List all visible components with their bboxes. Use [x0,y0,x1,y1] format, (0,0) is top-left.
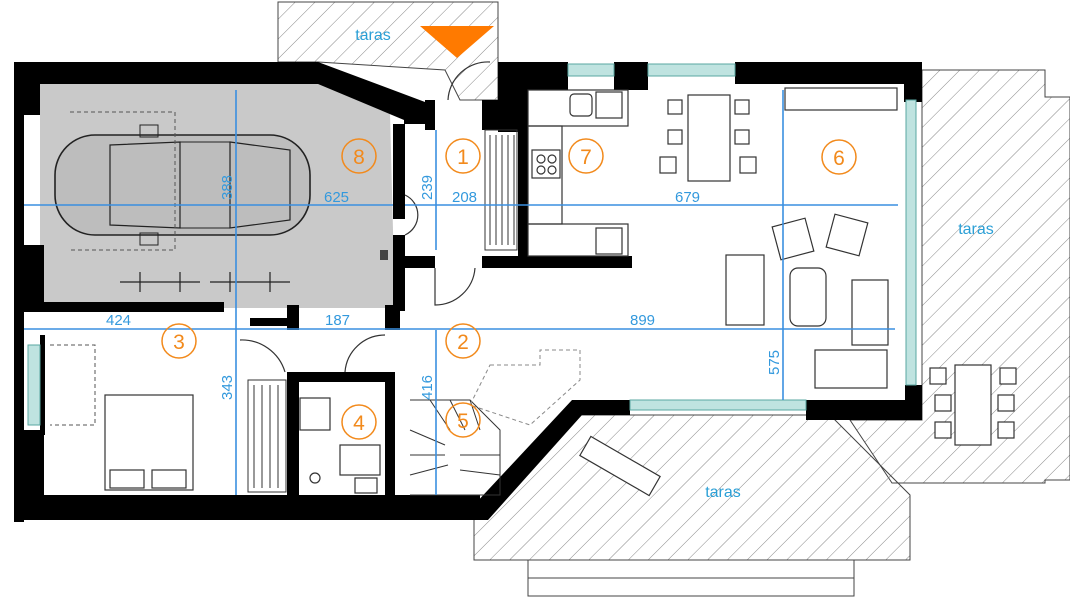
lounger-icon [579,435,661,497]
room-marker-8-circle [341,138,377,174]
living-room-furniture [725,87,898,389]
room-number-3: 3 [173,331,185,354]
hall-door [434,267,476,306]
staircase [409,399,501,496]
dimension-343: 343 [219,375,236,400]
room-number-8: 8 [353,146,365,169]
car-icon [54,124,311,246]
outlet-icon [380,250,388,260]
terrace-dining-set [929,364,1017,446]
window-bedroom [27,344,41,426]
pantry-shelves [484,129,518,251]
window-kitchen-1 [567,63,615,77]
room-marker-1-circle [445,138,481,174]
room-marker-2-circle [445,323,481,359]
bicycle-icon-2 [210,272,290,292]
dimension-239: 239 [419,175,436,200]
room-marker-3-circle [161,323,197,359]
wardrobe [247,379,287,493]
terrace-label-right: taras [958,221,994,238]
dimension-416: 416 [419,375,436,400]
garage-door [404,194,419,236]
car-door-swing [70,111,176,251]
dimension-679: 679 [675,189,700,206]
bedroom-door [239,339,286,373]
dining-table-icon [659,94,757,182]
window-kitchen-2 [647,63,736,77]
stairs-upper [469,349,581,426]
window-living-right [905,99,917,386]
bed-icon [104,394,194,491]
room-number-7: 7 [580,146,592,169]
dimension-208: 208 [452,189,477,206]
dimension-187: 187 [325,312,350,329]
bedroom-door-swing [50,344,96,426]
window-bottom [629,399,807,411]
room-number-2: 2 [457,331,469,354]
room-marker-7-circle [568,138,604,174]
bathroom-fixtures [299,397,381,494]
dimension-625: 625 [324,189,349,206]
dimension-899: 899 [630,312,655,329]
walls [14,62,922,522]
room-marker-6-circle [821,139,857,175]
terrace-label-top: taras [355,27,391,44]
dimension-lines [24,90,898,495]
kitchen-counter [527,89,629,257]
room-markers: 1 2 3 4 5 6 7 8 [161,138,857,440]
room-number-6: 6 [833,147,845,170]
dimension-575: 575 [766,350,783,375]
entrance-marker-icon [420,26,494,58]
dimension-424: 424 [106,312,131,329]
dimension-388: 388 [219,175,236,200]
bicycle-icon-1 [120,272,200,292]
terrace-label-bottom: taras [705,484,741,501]
room-number-4: 4 [353,412,365,435]
room-number-1: 1 [457,146,469,169]
room-number-5: 5 [457,410,469,433]
bathroom-door [344,334,386,373]
room-marker-4-circle [341,404,377,440]
room-marker-5-circle [445,402,481,438]
entrance-door [447,61,491,101]
